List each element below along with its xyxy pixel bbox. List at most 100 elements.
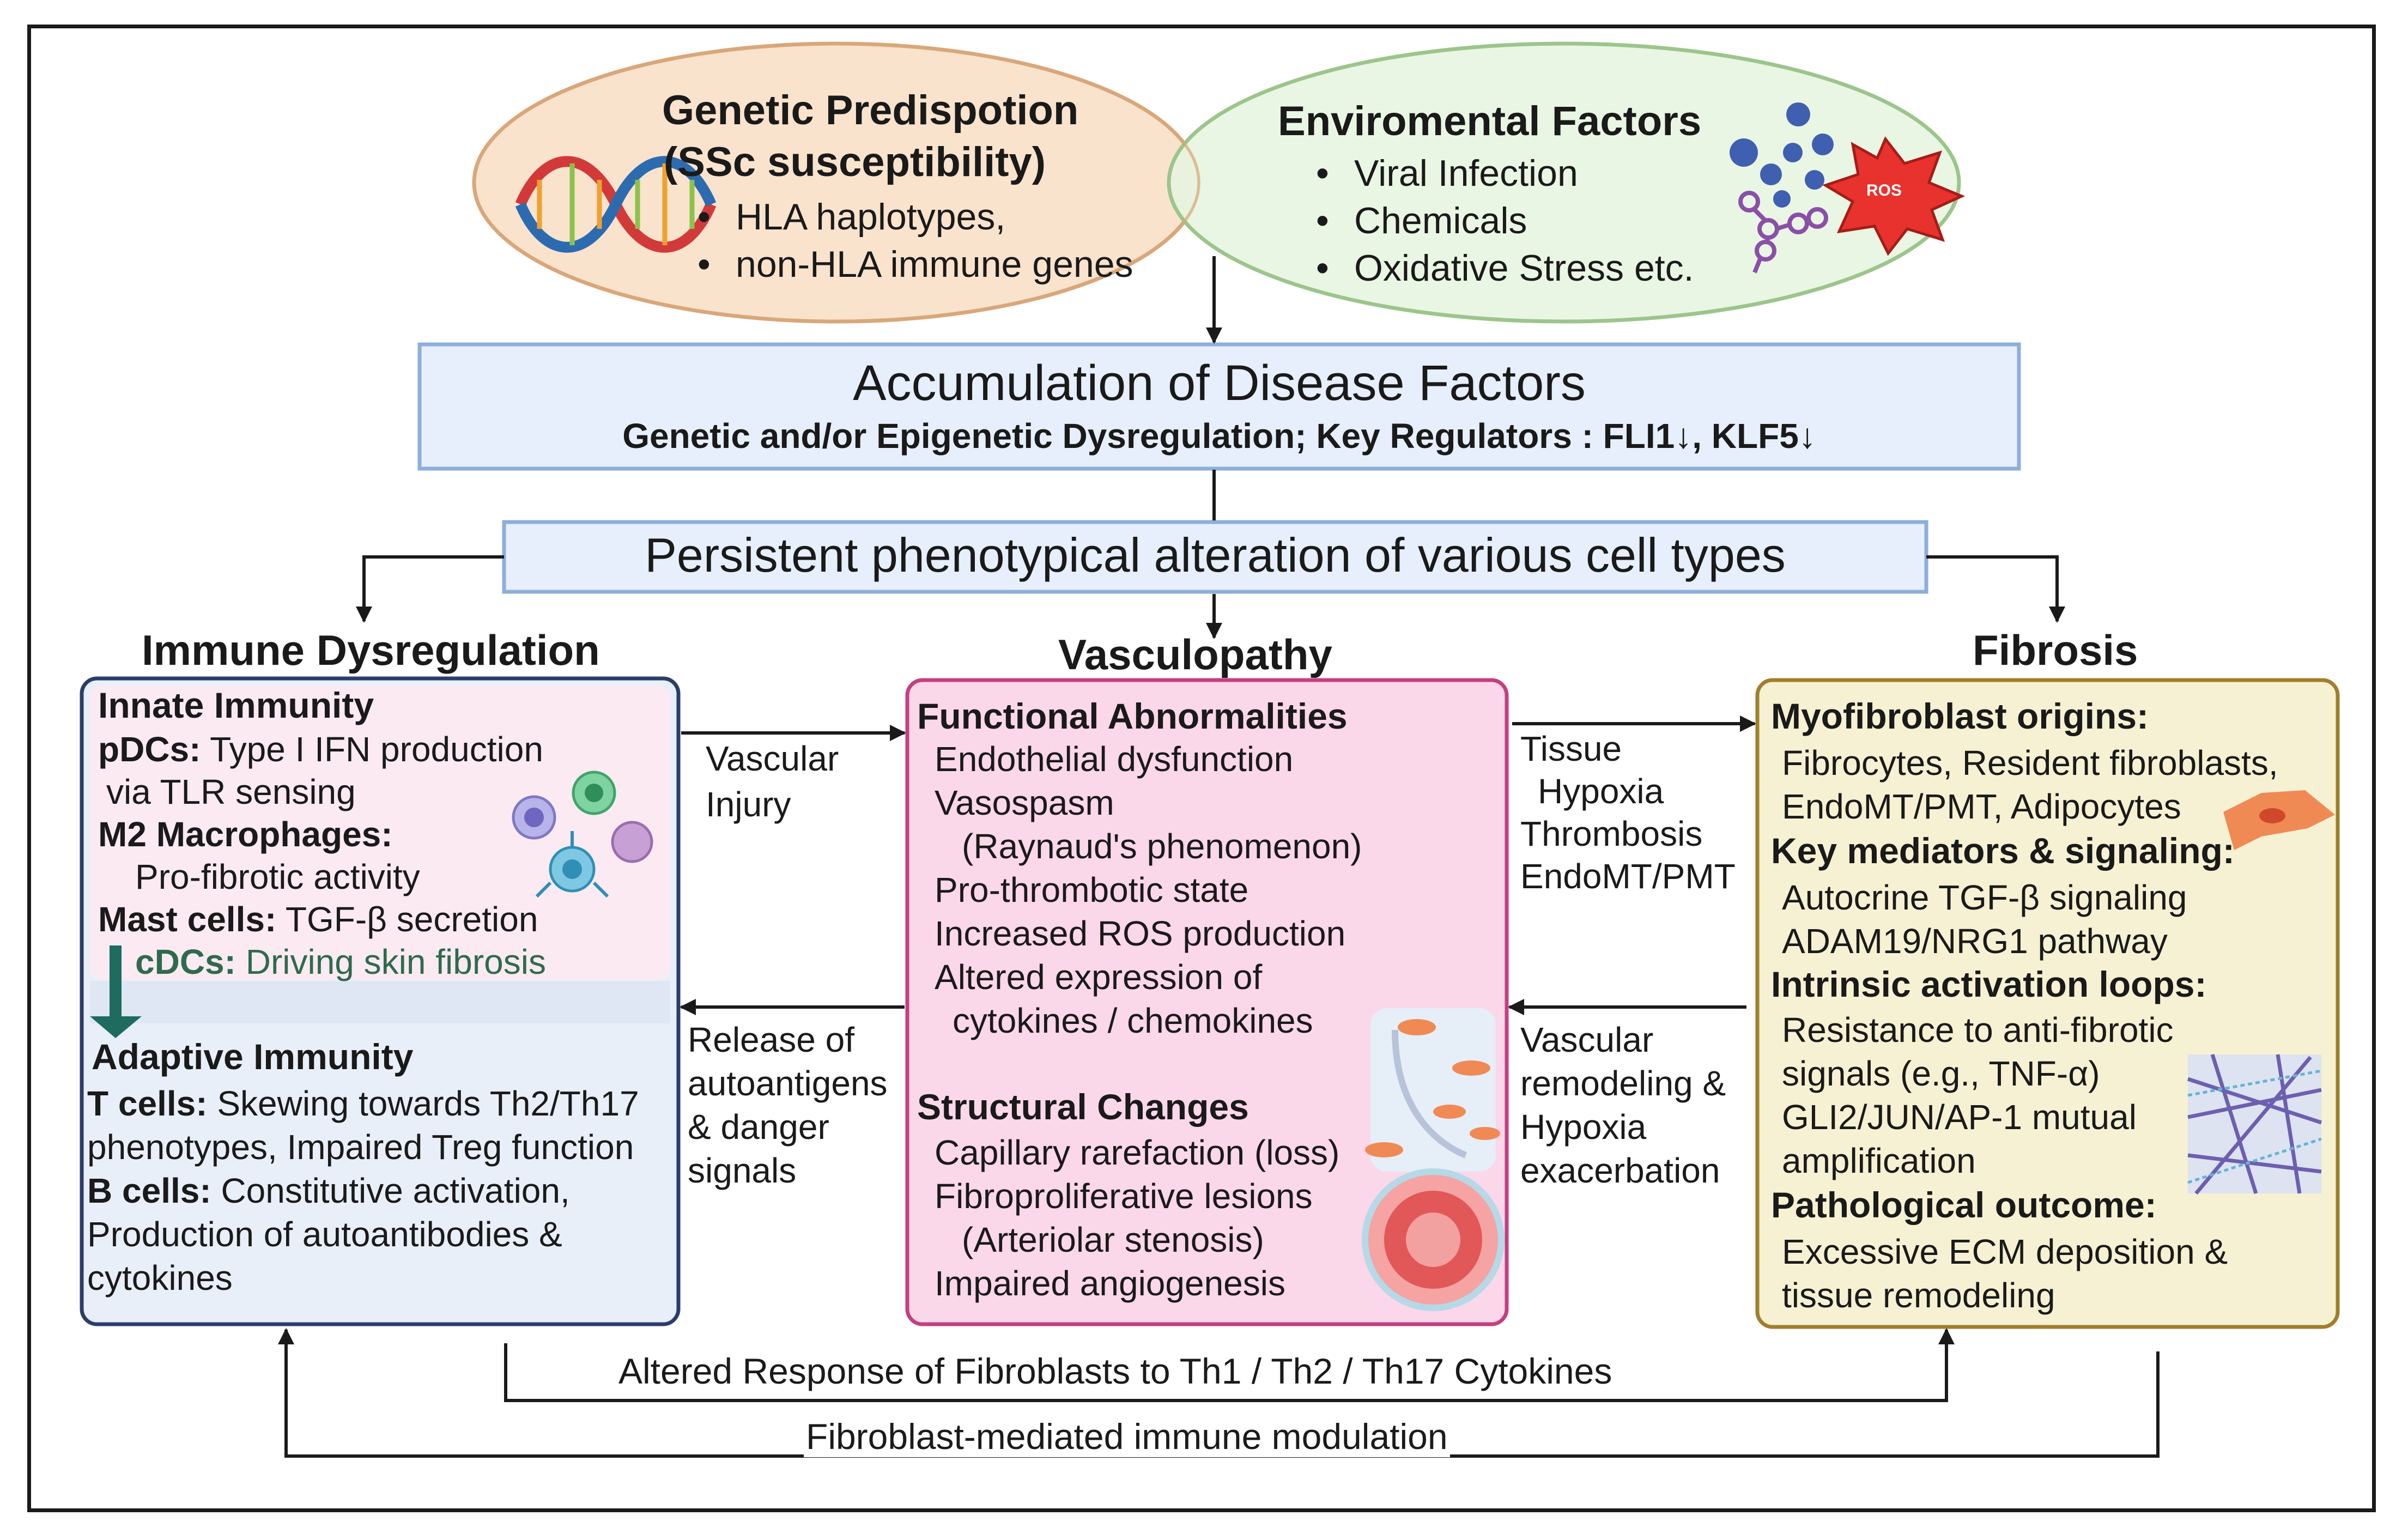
tcells-line: T cells: Skewing towards Th2/Th17 [87,1084,639,1124]
environmental-item: Chemicals [1311,197,1694,245]
environmental-title: Enviromental Factors [1278,98,1702,144]
accumulation-box [417,342,2021,471]
loops-item: signals (e.g., TNF-α) [1782,1054,2100,1093]
functional-item: Altered expression of [935,957,1263,997]
m2-label: M2 Macrophages: [98,815,393,854]
vasculopathy-box [905,678,1509,1326]
bcells-label: B cells: [87,1171,211,1210]
pdcs-text2: via TLR sensing [106,772,356,811]
release-label: Release of autoantigens & danger signals [688,1018,888,1192]
pdcs-line: pDCs: Type I IFN production [98,730,543,769]
connector-line: signals [688,1151,797,1190]
origins-item: EndoMT/PMT, Adipocytes [1782,787,2181,826]
environmental-list: Viral Infection Chemicals Oxidative Stre… [1311,150,1694,292]
bcells-line: B cells: Constitutive activation, [87,1171,570,1211]
structural-item: Capillary rarefaction (loss) [935,1133,1340,1172]
persistent-title: Persistent phenotypical alteration of va… [645,528,1786,582]
functional-item: Vasospasm [935,783,1114,822]
arrow-persistent-to-immune [356,555,504,623]
arteriole-cross-section-icon [1362,1168,1505,1311]
vascular-remodeling-label: Vascular remodeling & Hypoxia exacerbati… [1520,1018,1726,1192]
outcome-title: Pathological outcome: [1771,1185,2157,1225]
outcome-item: tissue remodeling [1782,1276,2055,1315]
structural-title: Structural Changes [917,1087,1249,1127]
connector-line: Thrombosis [1520,814,1703,854]
outcome-item: Excessive ECM deposition & [1782,1232,2228,1271]
functional-item: Pro-thrombotic state [935,870,1249,910]
dna-icon [515,156,717,253]
chemical-icon [1738,191,1828,274]
origins-title: Myofibroblast origins: [1771,696,2149,736]
genetic-item: HLA haplotypes, [692,193,1133,241]
vascular-injury-label: Vascular Injury [706,736,839,828]
ros-label: ROS [1866,181,1902,199]
functional-item: Increased ROS production [935,914,1346,953]
structural-item: (Arteriolar stenosis) [962,1220,1264,1259]
connector-line: Hypoxia [1538,772,1664,811]
genetic-item: non-HLA immune genes [692,241,1133,288]
bcells-text2: Production of autoantibodies & [87,1215,562,1254]
immune-cells-icon [512,771,653,898]
structural-item: Fibroproliferative lesions [935,1177,1313,1216]
environmental-item: Viral Infection [1311,150,1694,197]
outer-frame [27,25,2376,1512]
adaptive-divider [90,981,670,1023]
genetic-title-line1: Genetic Predispotion [662,87,1079,134]
endothelial-cells-icon [1365,1008,1500,1172]
functional-title: Functional Abnormalities [917,696,1348,736]
connector-line: Tissue [1520,729,1622,768]
connector-line: EndoMT/PMT [1520,857,1736,896]
m2-text: Pro-fibrotic activity [135,857,420,896]
functional-item: cytokines / chemokines [953,1001,1313,1040]
genetic-title-line2: (SSc susceptibility) [664,139,1046,185]
adaptive-title: Adaptive Immunity [92,1036,414,1077]
arrow-innate-to-adaptive-head [90,1016,142,1038]
mast-label: Mast cells: [98,900,277,939]
connector-line: & danger [688,1107,829,1147]
loops-item: GLI2/JUN/AP-1 mutual [1782,1098,2137,1137]
accumulation-subtitle: Genetic and/or Epigenetic Dysregulation;… [622,416,1816,456]
mast-line: Mast cells: TGF-β secretion [98,900,538,939]
structural-item: Impaired angiogenesis [935,1264,1285,1303]
genetic-list: HLA haplotypes, non-HLA immune genes [692,193,1133,288]
ecm-fibers-icon [2187,1053,2322,1195]
connector-line: Vascular [1520,1020,1654,1059]
connector-line: Injury [706,785,791,824]
pdcs-text: Type I IFN production [201,730,543,769]
mediators-title: Key mediators & signaling: [1771,830,2235,871]
fibrosis-heading: Fibrosis [1973,626,2138,674]
ros-star-icon [1822,136,1966,256]
mediators-item: Autocrine TGF-β signaling [1782,878,2187,917]
bcells-text3: cytokines [87,1258,233,1298]
vasculopathy-heading: Vasculopathy [1058,630,1332,678]
mediators-item: ADAM19/NRG1 pathway [1782,921,2168,961]
tissue-hypoxia-label: Tissue Hypoxia Thrombosis EndoMT/PMT [1520,727,1736,898]
connector-line: Release of [688,1020,854,1059]
tcells-text: Skewing towards Th2/Th17 [207,1084,639,1123]
arrow-bottom-immune-to-fibrosis [504,1328,1955,1402]
bottom-loop-label-2: Fibroblast-mediated immune modulation [804,1416,1450,1457]
loops-title: Intrinsic activation loops: [1771,964,2207,1004]
innate-title: Innate Immunity [98,685,374,725]
pdcs-label: pDCs: [98,730,201,769]
bottom-loop-label-1: Altered Response of Fibroblasts to Th1 /… [618,1351,1612,1391]
connector-line: autoantigens [688,1064,888,1103]
bcells-text: Constitutive activation, [211,1171,570,1210]
cdcs-text: Driving skin fibrosis [235,942,546,981]
functional-item: Endothelial dysfunction [935,739,1294,779]
connector-line: remodeling & [1520,1064,1726,1103]
connector-line: Vascular [706,739,839,778]
origins-item: Fibrocytes, Resident fibroblasts, [1782,743,2278,783]
fibroblast-icon [2223,790,2335,850]
accumulation-title: Accumulation of Disease Factors [853,355,1586,411]
virus-icon [1730,102,1834,208]
loops-item: amplification [1782,1141,1976,1180]
innate-subbox [90,686,670,980]
environmental-item: Oxidative Stress etc. [1311,245,1694,292]
tcells-text2: phenotypes, Impaired Treg function [87,1127,634,1167]
immune-heading: Immune Dysregulation [142,626,600,674]
cdcs-line: cDCs: Driving skin fibrosis [135,942,546,982]
tcells-label: T cells: [87,1084,208,1123]
arrow-persistent-to-fibrosis [1926,555,2065,623]
